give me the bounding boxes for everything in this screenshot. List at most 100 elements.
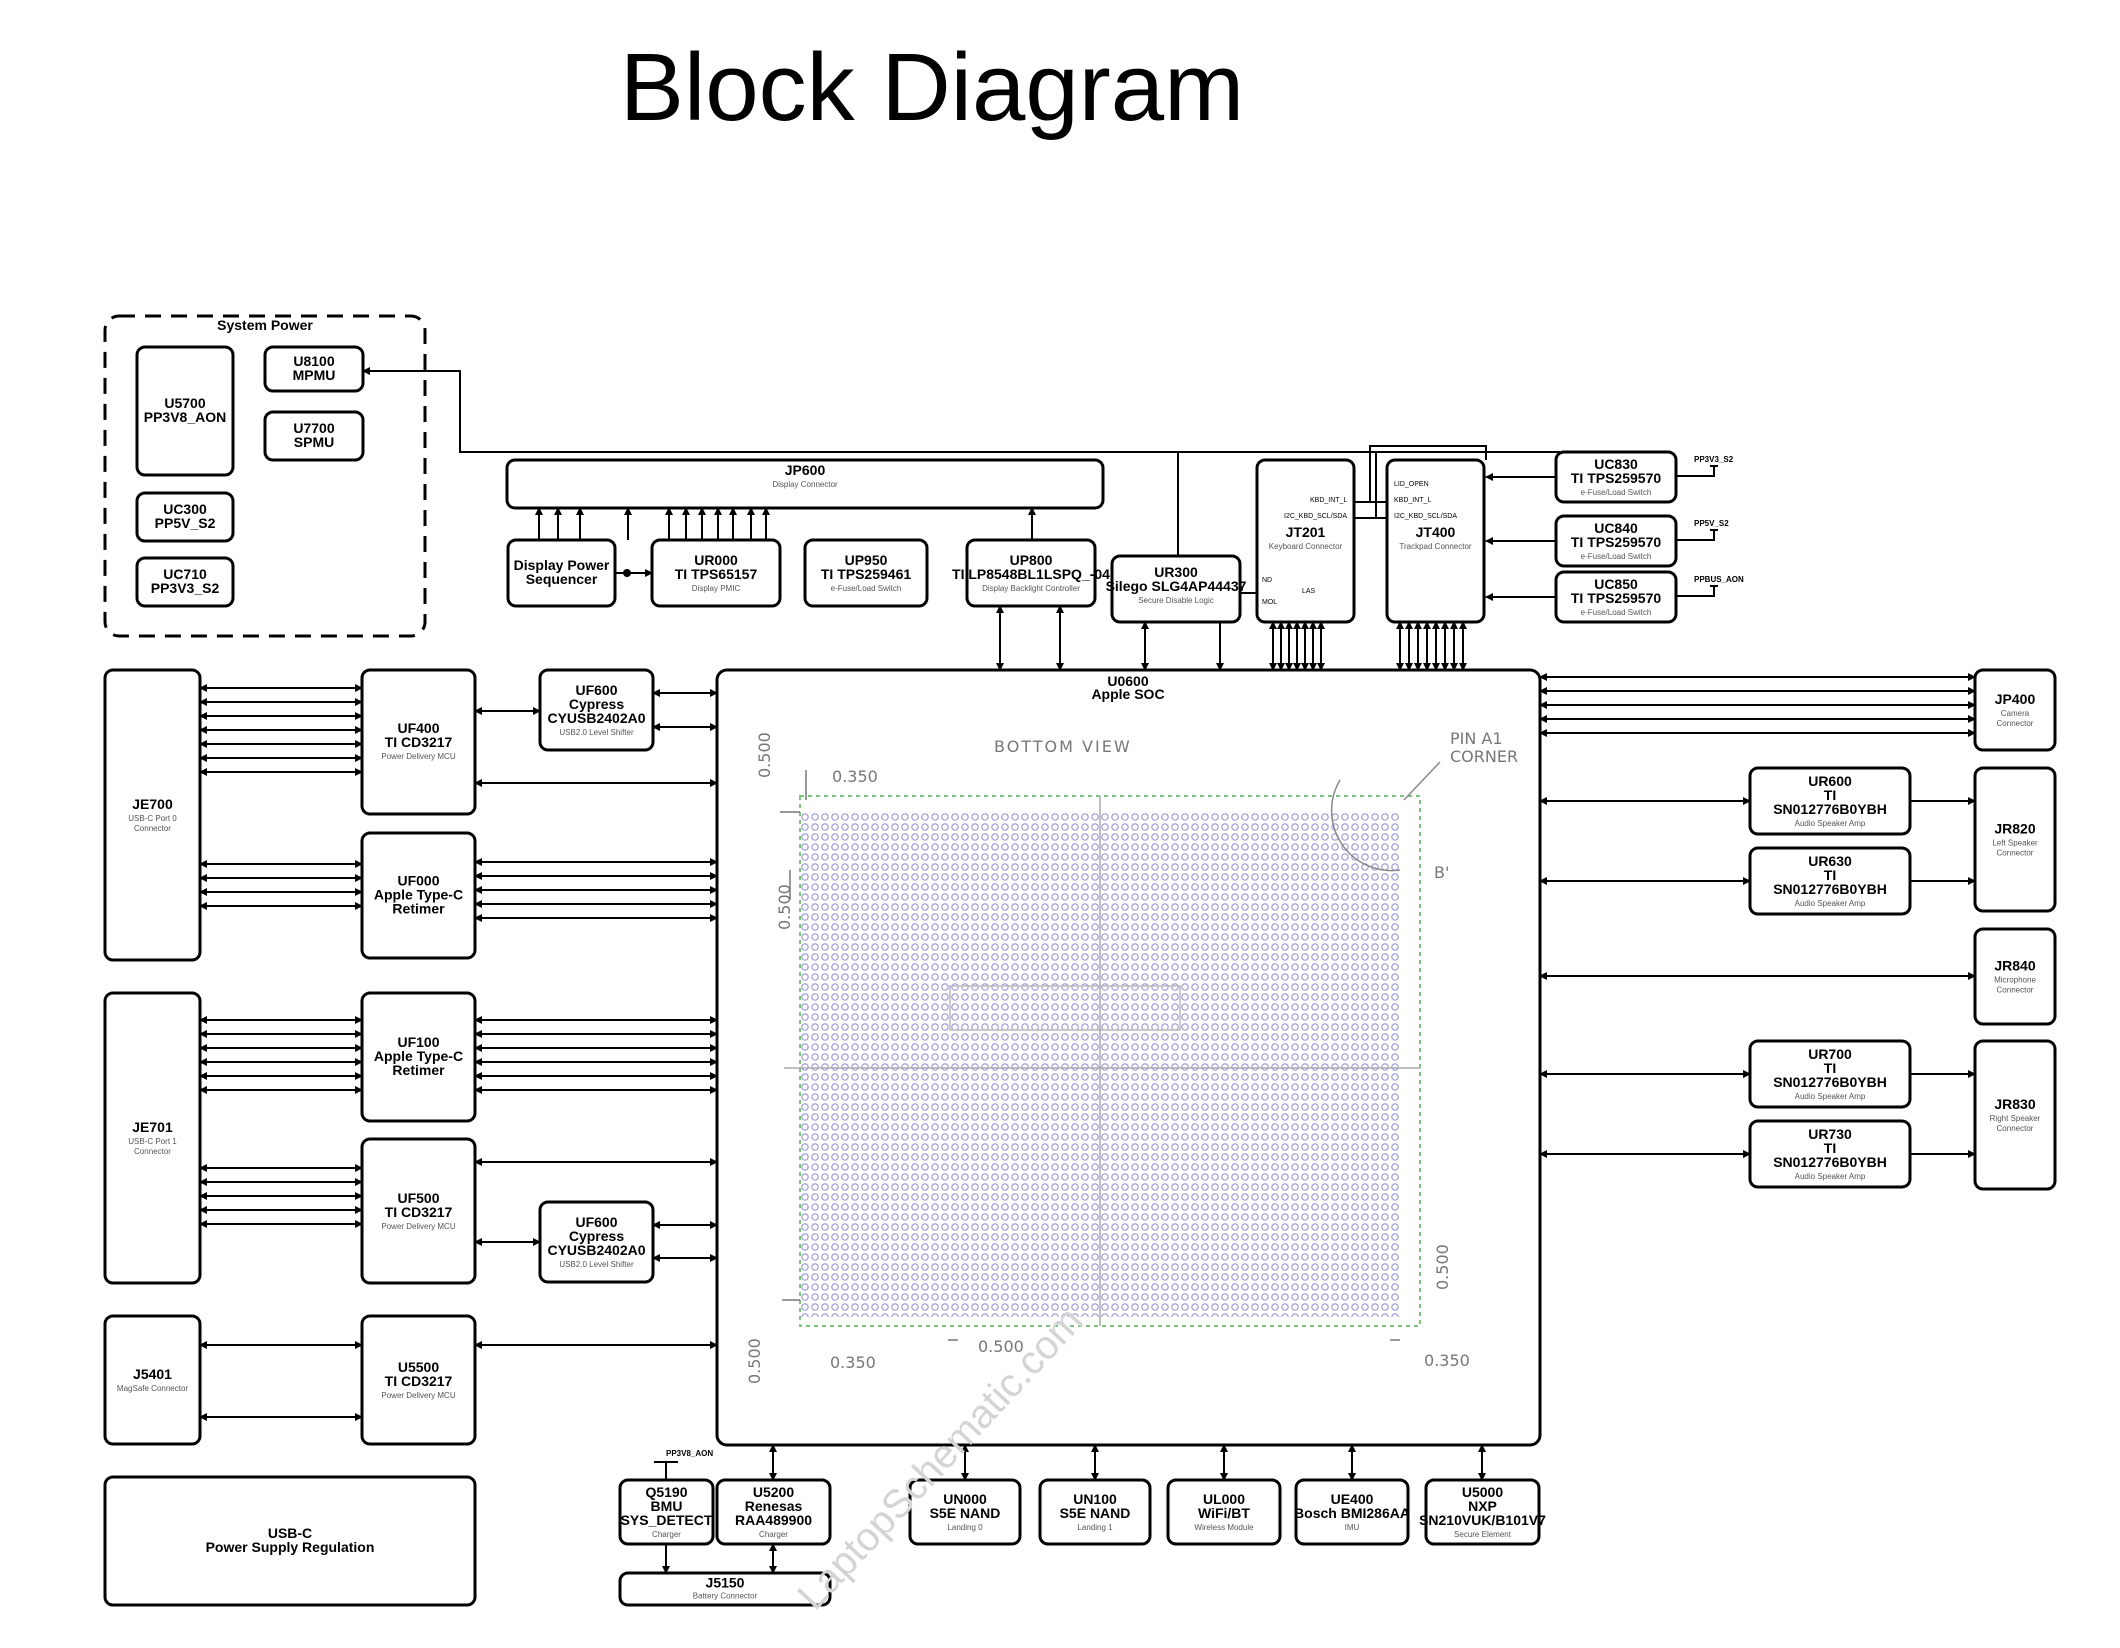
uf000-line: Apple Type-C (374, 887, 463, 903)
uc840-desc: e-Fuse/Load Switch (1581, 552, 1652, 561)
uc840-line: TI TPS259570 (1571, 534, 1661, 550)
uc850-rail-label: PPBUS_AON (1694, 575, 1744, 584)
uf600-top-desc: USB2.0 Level Shifter (559, 728, 634, 737)
u5000-desc: Secure Element (1454, 1530, 1512, 1539)
ur730-line: TI (1824, 1140, 1836, 1156)
ur700-title: UR700 (1808, 1046, 1852, 1062)
uf600-bottom-desc: USB2.0 Level Shifter (559, 1260, 634, 1269)
un000-desc: Landing 0 (947, 1523, 983, 1532)
ur000-title: UR000 (694, 552, 738, 568)
pin-a1-arc (1330, 779, 1401, 872)
je701-frame (103, 991, 202, 1285)
uc830-rail-wire (1676, 466, 1715, 477)
ur730-line: SN012776B0YBH (1773, 1154, 1887, 1170)
display-power-sequencer-frame (506, 538, 617, 608)
q5190-desc: Charger (652, 1530, 681, 1539)
usbc-psr-line: Power Supply Regulation (206, 1539, 375, 1555)
up800-title: UP800 (1010, 552, 1053, 568)
u5500-desc: Power Delivery MCU (381, 1391, 455, 1400)
jt201-title: JT201 (1286, 524, 1326, 540)
system-power-group (103, 314, 427, 638)
j5401-frame (103, 1314, 202, 1446)
u5200-title: U5200 (753, 1484, 794, 1500)
uf400-desc: Power Delivery MCU (381, 752, 455, 761)
dim-bottom-left-0350: 0.350 (830, 1353, 876, 1372)
mpmu-bus (362, 367, 1560, 453)
jt201-desc: Keyboard Connector (1269, 542, 1343, 551)
ul000-title: UL000 (1203, 1491, 1245, 1507)
pin-a1-corner-label: CORNER (1450, 747, 1518, 766)
up800-line: TI LP8548BL1LSPQ_-04 (952, 566, 1110, 582)
u8100-title: U8100 (293, 353, 334, 369)
uf500-title: UF500 (397, 1190, 439, 1206)
un000-title: UN000 (943, 1491, 987, 1507)
u7700-frame (263, 410, 365, 462)
ue400-title: UE400 (1331, 1491, 1374, 1507)
b-prime-label: B' (1434, 863, 1449, 882)
je701-title: JE701 (132, 1119, 173, 1135)
ur730-desc: Audio Speaker Amp (1795, 1172, 1866, 1181)
uf600-top-frame (538, 668, 655, 752)
jt400-frame (1385, 458, 1486, 624)
ur630-title: UR630 (1808, 853, 1852, 869)
uf100-frame (360, 991, 477, 1123)
jr830-desc: Connector (1997, 1124, 2034, 1133)
q5190-title: Q5190 (645, 1484, 687, 1500)
ur730-frame (1748, 1119, 1912, 1189)
ur730-title: UR730 (1808, 1126, 1852, 1142)
uc830-frame (1554, 450, 1678, 504)
jp600-frame (505, 458, 1105, 510)
q5190-frame (618, 1478, 715, 1546)
up950-line: TI TPS259461 (821, 566, 911, 582)
jr840-desc: Connector (1997, 986, 2034, 995)
las-label: LAS (1302, 588, 1316, 595)
u5200-line: RAA489900 (735, 1512, 812, 1528)
u5200-desc: Charger (759, 1530, 788, 1539)
jr820-frame (1973, 766, 2057, 913)
ur630-line: SN012776B0YBH (1773, 881, 1887, 897)
j5150-frame (618, 1571, 832, 1607)
jp600-title: JP600 (785, 462, 826, 478)
jp400-title: JP400 (1995, 691, 2036, 707)
u5200-line: Renesas (745, 1498, 803, 1514)
uc710-title: UC710 (163, 566, 207, 582)
un000-frame (908, 1478, 1022, 1546)
uf500-frame (360, 1137, 477, 1285)
je700-frame (103, 668, 202, 962)
un100-frame (1038, 1478, 1152, 1546)
q5190-line: BMU (651, 1498, 683, 1514)
j5150-title: J5150 (706, 1575, 745, 1591)
uf600-bottom-line: CYUSB2402A0 (547, 1242, 645, 1258)
uf600-bottom-line: Cypress (569, 1228, 624, 1244)
uc710-line: PP3V3_S2 (151, 580, 220, 596)
uf100-title: UF100 (397, 1034, 439, 1050)
pin-a1-leader (1403, 761, 1441, 801)
uf400-title: UF400 (397, 720, 439, 736)
up950-frame (803, 538, 929, 608)
soc-subtitle: Apple SOC (1091, 686, 1164, 702)
up800-desc: Display Backlight Controller (982, 584, 1080, 593)
u8100-frame (263, 345, 365, 393)
dim-bottom-left-0500: 0.500 (745, 1338, 764, 1384)
jt201-frame (1255, 458, 1356, 624)
kbd-int-right-label: KBD_INT_L (1394, 497, 1431, 504)
u5000-frame (1424, 1478, 1541, 1546)
jr820-desc: Connector (1997, 849, 2034, 858)
